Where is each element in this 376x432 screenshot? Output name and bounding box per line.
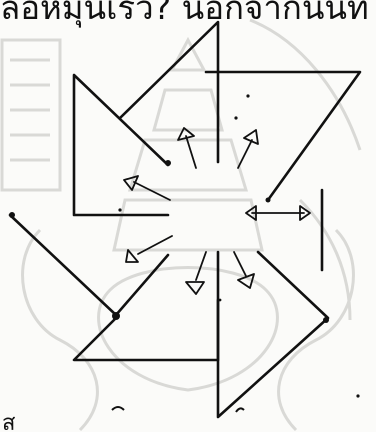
stray-mark-curve (112, 407, 124, 410)
blade-bottom-left (74, 252, 218, 360)
arrow-left-icon (124, 176, 170, 200)
blade-top-left (74, 75, 168, 215)
arrow-up-right-icon (238, 130, 258, 168)
blade-top-right (206, 72, 360, 200)
joint-dot-left (112, 312, 120, 320)
joint-dot-far-left (9, 212, 15, 218)
joint-dot-top-right (266, 198, 271, 203)
joint-dot-top-left (165, 160, 171, 166)
corner-thai-char: ส (2, 412, 15, 432)
stray-mark (356, 394, 359, 397)
arrow-down-icon (186, 252, 206, 294)
joint-dot-bottom-right (323, 317, 329, 323)
arrow-up-left-icon (178, 128, 196, 168)
stray-mark (234, 116, 237, 119)
arrow-down-right-icon (234, 252, 254, 288)
blade-left (10, 215, 168, 315)
stray-mark (118, 208, 121, 211)
blade-bottom-right (218, 252, 328, 417)
stray-mark (246, 94, 249, 97)
stray-mark-curve (236, 408, 244, 412)
stray-mark (219, 299, 222, 302)
blade-top (120, 22, 218, 162)
double-arrow-right-icon (246, 206, 310, 220)
